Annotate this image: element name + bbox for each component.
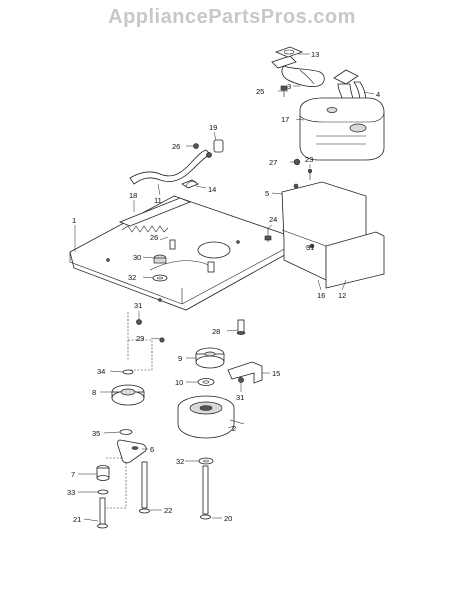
hose-clamp [181,179,199,189]
bracket-18 [118,197,192,227]
nut-31-left [136,319,142,325]
callout-10: 10 [175,378,183,387]
exhaust-pipe-left [271,55,325,87]
leader-lines [74,53,375,522]
callout-16: 16 [317,291,325,300]
callout-3: 3 [287,82,291,91]
bushing-7 [96,465,110,481]
watermark-text: AppliancePartsPros.com [108,6,356,28]
callout-11: 11 [154,196,162,205]
fuel-hose [129,149,211,185]
nut-31-right [238,377,244,383]
callout-23: 23 [305,155,313,164]
fuel-fitting [206,139,224,158]
callout-8: 8 [92,388,96,397]
callout-29: 29 [136,334,144,343]
callout-25: 25 [256,87,264,96]
callout-31c: 31 [236,393,244,402]
callout-26: 26 [172,142,180,151]
bolt-28 [236,319,246,335]
callout-24: 24 [269,215,277,224]
callout-1: 1 [72,216,76,225]
callout-7: 7 [71,470,75,479]
muffler [299,97,385,161]
muffler-gasket [274,46,304,58]
washer-32-lower [198,457,214,465]
spring [121,225,169,233]
callout-17: 17 [281,115,289,124]
bolt-22 [139,461,150,514]
callout-18: 18 [129,191,137,200]
callout-31a: 31 [134,301,142,310]
washer-34 [122,369,134,375]
callout-19: 19 [209,123,217,132]
spacer-10 [197,378,215,386]
callout-30: 30 [133,253,141,262]
callout-35: 35 [92,429,100,438]
washer-35 [119,429,133,435]
callout-34: 34 [97,367,105,376]
screw-26 [193,143,199,149]
callout-27: 27 [269,158,277,167]
nut-27 [293,158,301,166]
dashed-guide [106,312,153,509]
callout-33: 33 [67,488,75,497]
callout-9: 9 [178,354,182,363]
bolt-23 [307,168,313,180]
callout-14: 14 [208,185,216,194]
bolt-21 [97,497,108,529]
callout-4: 4 [376,90,380,99]
bolt-20 [200,465,211,520]
callout-5: 5 [265,189,269,198]
idler-pulley-8 [111,384,145,406]
callout-labels: 1 2 3 4 5 6 7 8 9 10 11 12 13 14 15 16 1… [67,50,380,524]
bracket-15 [227,361,263,384]
washer-32-upper [152,274,168,282]
callout-28: 28 [212,327,220,336]
callout-22: 22 [164,506,172,515]
callout-13: 13 [311,50,319,59]
idler-arm-6 [117,439,147,464]
callout-21: 21 [73,515,81,524]
heat-shield [281,181,385,289]
callout-32b: 32 [176,457,184,466]
callout-12: 12 [338,291,346,300]
bolt-29 [159,337,165,343]
bolt-24 [264,228,272,242]
callout-32a: 32 [128,273,136,282]
pulley-9 [195,347,225,369]
washer-33 [97,489,109,495]
callout-26b: 26 [150,233,158,242]
idler-bushing-30 [153,254,167,264]
electric-clutch-2 [177,395,245,439]
callout-15: 15 [272,369,280,378]
callout-6: 6 [150,445,154,454]
callout-2: 2 [232,424,236,433]
main-deck-plate [69,195,291,311]
callout-31b: 31 [306,243,314,252]
callout-20: 20 [224,514,232,523]
